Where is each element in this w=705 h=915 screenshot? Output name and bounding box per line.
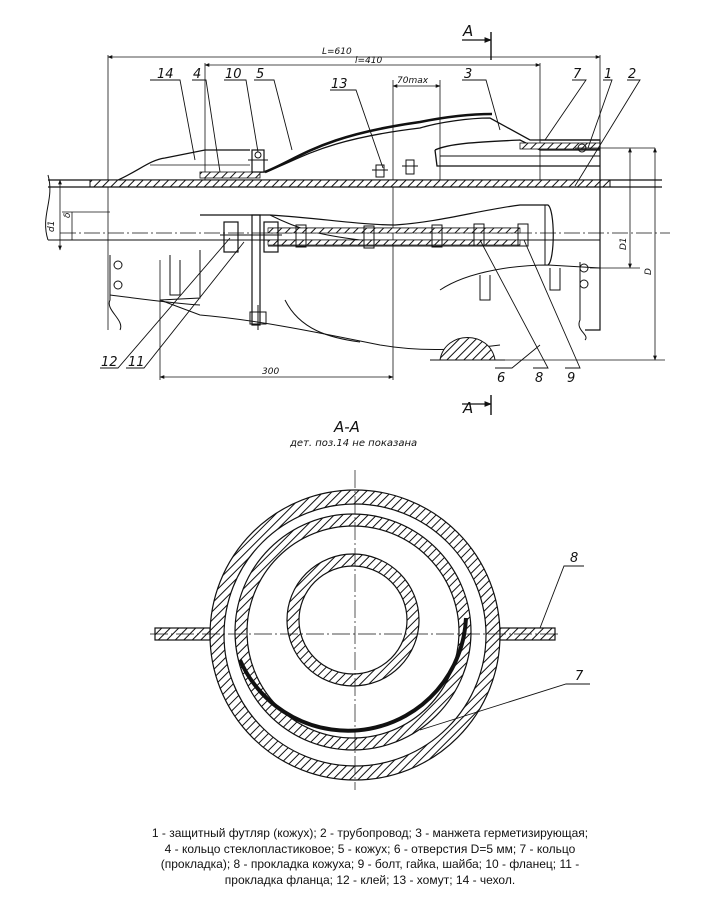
callout-2: 2: [628, 67, 636, 82]
callout-14: 14: [157, 67, 174, 82]
dim-l: l=410: [355, 56, 382, 66]
dim-300: 300: [262, 367, 279, 377]
callout-5: 5: [256, 67, 264, 82]
dim-70max: 70max: [397, 76, 429, 86]
dim-L: L=610: [322, 47, 352, 57]
callout-4: 4: [193, 67, 201, 82]
longitudinal-view: [45, 32, 670, 415]
section-marker-bottom: A: [462, 399, 473, 417]
section-callout-8: 8: [570, 551, 578, 566]
legend: 1 - защитный футляр (кожух); 2 - трубопр…: [110, 826, 630, 888]
callout-7: 7: [573, 67, 582, 82]
legend-line: прокладка фланца; 12 - клей; 13 - хомут;…: [224, 872, 516, 887]
cross-section-view: [150, 470, 590, 790]
legend-line: 4 - кольцо стеклопластиковое; 5 - кожух;…: [164, 841, 576, 856]
callout-12: 12: [101, 355, 118, 370]
dim-delta: δ: [63, 212, 73, 218]
callout-11: 11: [128, 355, 145, 370]
section-callout-7: 7: [575, 669, 584, 684]
callout-8: 8: [535, 371, 543, 386]
callout-9: 9: [567, 371, 575, 386]
callout-13: 13: [331, 77, 348, 92]
callout-1: 1: [604, 67, 612, 82]
dim-d1: d1: [47, 221, 57, 232]
legend-line: 1 - защитный футляр (кожух); 2 - трубопр…: [151, 826, 589, 840]
section-title: А-А: [333, 418, 360, 436]
section-note: дет. поз.14 не показана: [289, 438, 417, 449]
callout-3: 3: [464, 67, 472, 82]
section-marker-top: A: [462, 22, 473, 40]
legend-line: (прокладка); 8 - прокладка кожуха; 9 - б…: [160, 857, 580, 871]
dim-D: D: [644, 268, 654, 275]
dim-D1: D1: [619, 237, 629, 250]
callout-6: 6: [497, 371, 505, 386]
callout-10: 10: [225, 67, 242, 82]
